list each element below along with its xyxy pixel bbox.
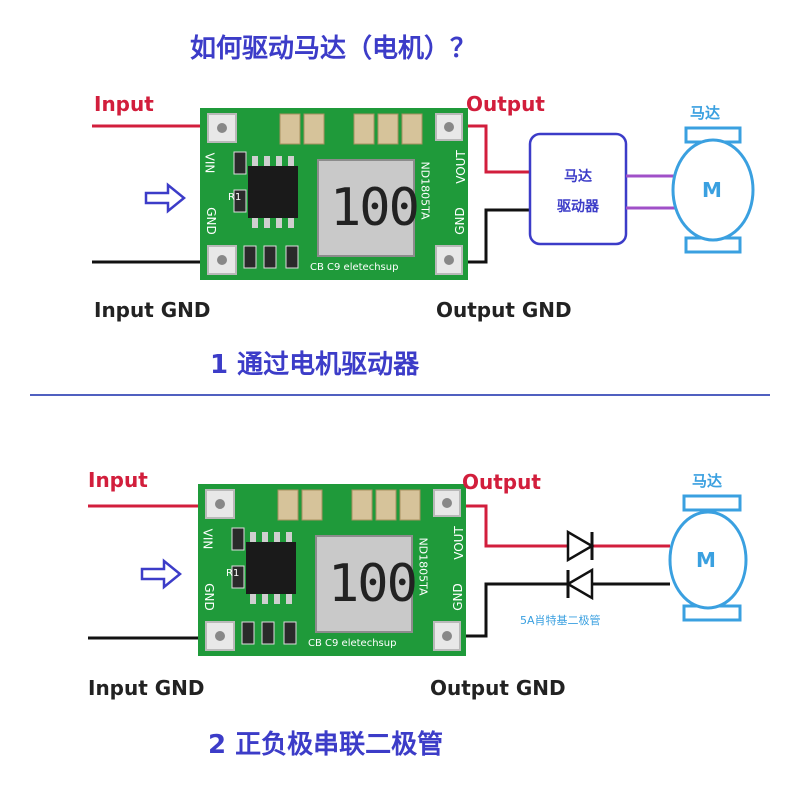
motor-symbol-1: M	[702, 178, 722, 202]
output-gnd-label-2: Output GND	[430, 676, 566, 700]
model-label: ND1805TA	[418, 161, 432, 220]
output-gnd-wire-2	[446, 582, 670, 638]
motor-driver-box	[528, 132, 628, 246]
output-label-1: Output	[466, 92, 545, 116]
diode-label: 5A肖特基二极管	[520, 614, 601, 627]
section2-caption: 2 正负极串联二极管	[208, 730, 444, 760]
motor-body-1	[671, 138, 755, 242]
pin-label-gnd: GND	[201, 583, 216, 611]
motor-body-2	[668, 510, 748, 610]
motor-label-2: 马达	[692, 472, 723, 490]
diode-bottom	[565, 567, 594, 601]
inductor-label: 100	[330, 178, 420, 238]
output-label-2: Output	[462, 470, 541, 494]
input-gnd-label-2: Input GND	[88, 676, 205, 700]
arrow-icon	[140, 558, 182, 590]
motor-symbol-2: M	[696, 548, 716, 572]
pin-label-gnd-out: GND	[450, 583, 465, 611]
motor-top-bracket-2	[682, 494, 742, 512]
pcb-board-2	[198, 484, 466, 656]
pin-label-gnd: GND	[203, 207, 218, 235]
r1-label: R1	[226, 568, 240, 579]
input-label-2: Input	[88, 468, 148, 492]
inductor-label: 100	[328, 554, 418, 614]
motor-label-1: 马达	[690, 104, 721, 122]
pin-label-vout: VOUT	[451, 526, 466, 560]
pin-label-vin: VIN	[202, 152, 217, 174]
section1-caption: 1 通过电机驱动器	[210, 350, 420, 380]
output-wire-2	[446, 504, 670, 548]
page-title: 如何驱动马达（电机）？	[190, 34, 477, 64]
pin-label-vin: VIN	[200, 528, 215, 550]
driver-label-line1: 马达	[564, 169, 592, 185]
pcb-board-1	[200, 108, 468, 280]
input-label-1: Input	[94, 92, 154, 116]
silk-label: CB C9 eletechsup	[308, 638, 397, 649]
silk-label: CB C9 eletechsup	[310, 262, 399, 273]
input-gnd-label-1: Input GND	[94, 298, 211, 322]
diode-top	[566, 529, 595, 563]
arrow-icon	[144, 182, 186, 214]
driver-label-line2: 驱动器	[557, 199, 599, 215]
pin-label-vout: VOUT	[453, 150, 468, 184]
pin-label-gnd-out: GND	[452, 207, 467, 235]
model-label: ND1805TA	[416, 537, 430, 596]
r1-label: R1	[228, 192, 242, 203]
output-gnd-label-1: Output GND	[436, 298, 572, 322]
